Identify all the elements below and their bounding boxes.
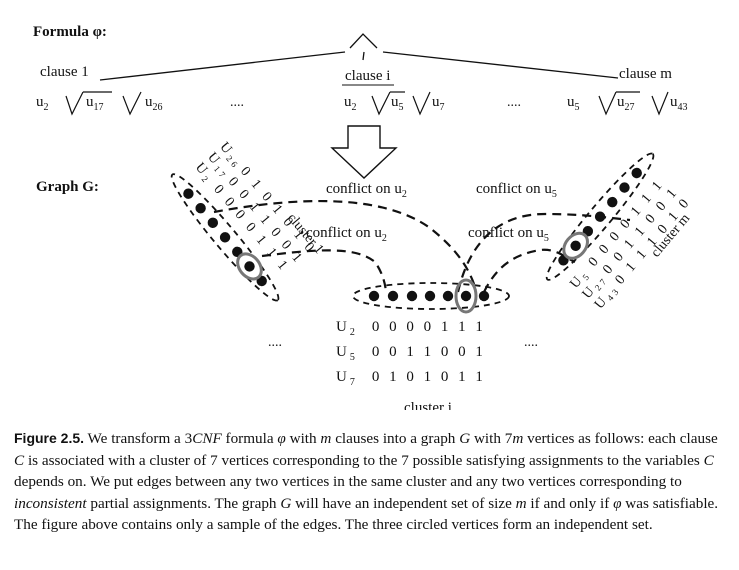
conflict-label: conflict on u5 [476,181,557,200]
clause-1-lit3: u26 [145,94,163,113]
cluster-1-row: U170 0 1 1 0 0 1 [203,150,306,268]
ellipsis: .... [230,95,244,110]
vertex [219,232,231,243]
vertex [460,290,472,302]
clause-1: clause 1 u2 u17 u26 .... [36,64,244,116]
clause-i-lit3: u7 [432,94,445,113]
vertex [195,203,206,214]
caption-text: φ [277,430,286,447]
vertex [631,167,642,179]
vertex [582,226,594,237]
caption-text: partial assignments. The graph [86,494,281,512]
cluster-1: U20 0 0 0 1 1 1 U170 0 1 1 0 0 1 U260 1 … [170,140,326,302]
caption-text: was satisfiable. The figure above contai… [14,494,719,534]
selected-vertex-ring [454,278,478,314]
tree-edge-clause-m [382,51,619,79]
caption-text: m [320,430,332,447]
caption-text: m [515,494,527,512]
caption-text: We transform a 3 [84,430,193,447]
caption-text: CNF [192,430,222,447]
caption-text: with 7 [470,430,513,447]
conflict-label: conflict on u2 [306,225,387,244]
clause-m-lit1: u5 [567,94,580,113]
vertex [424,290,436,302]
and-symbol [349,33,378,49]
ellipsis: .... [507,95,521,110]
ellipsis: .... [524,335,538,350]
caption-text: φ [613,494,622,512]
cluster-m: U50 0 0 0 1 1 1 U270 0 1 1 0 0 1 U430 1 … [545,152,694,312]
figure-number: Figure 2.5. [14,430,85,446]
vertex [570,240,581,251]
caption-text: G [280,494,292,512]
cluster-i-vertices [368,290,490,302]
clause-m-label: clause m [619,66,672,82]
caption-text: is associated with a cluster of 7 vertic… [24,451,704,469]
selected-vertex-ring [562,231,589,260]
clause-i-lit1: u2 [344,94,357,113]
tree-edge-clause-1 [99,51,346,81]
vertex [183,188,194,199]
reduction-diagram: Formula φ: clause 1 u2 u17 u26 .... clau… [33,24,694,410]
conflict-edges [213,199,631,293]
cluster-boundary [352,282,510,310]
ellipsis: .... [268,335,282,350]
caption-text: inconsistent [14,494,87,512]
edge-conflict-u2-top [213,199,478,291]
or-symbols [371,91,431,116]
vertex [619,182,630,193]
caption-text: clauses into a graph [331,430,460,447]
vertex [207,217,219,228]
vertex [442,290,454,302]
caption-text: depends on. We put edges between any two… [14,473,682,490]
clause-1-label: clause 1 [40,64,89,80]
clause-1-literals: u2 [36,94,49,113]
figure-caption: Figure 2.5. We transform a 3CNF formula … [14,428,726,536]
edge-conflict-u5-top [456,212,631,293]
cluster-m-vertices [558,167,642,266]
caption-text: C [14,451,25,469]
or-symbols [65,91,142,116]
clause-i-label: clause i [345,68,390,84]
clause-1-lit2: u17 [86,94,104,113]
caption-text: G [459,430,471,447]
formula-label: Formula φ: [33,24,107,40]
clause-m-lit2: u27 [617,94,635,113]
graph-label: Graph G: [36,179,99,195]
caption-text: C [703,451,714,469]
transform-arrow [330,125,398,179]
conflict-label: conflict on u2 [326,181,407,200]
caption-text: vertices as follows: each clause [523,430,718,447]
caption-text: will have an independent set of size [291,494,516,512]
cluster-i-name: cluster i [404,400,452,410]
vertex [406,290,418,302]
vertex [244,261,255,272]
conflict-label: conflict on u5 [468,225,549,244]
and-tree [99,33,619,81]
caption-text: m [512,430,524,447]
clause-i-lit2: u5 [391,94,404,113]
vertex [607,196,618,208]
vertex [558,255,569,266]
edge-conflict-u2-lower [261,249,388,293]
caption-text: if and only if [526,494,614,512]
edge-conflict-u5-lower [483,248,576,293]
selected-vertex-ring [236,252,263,281]
vertex [478,290,490,302]
or-symbols [598,91,669,116]
vertex [232,246,243,258]
vertex [594,211,606,222]
clause-m: clause m u5 u27 u43 [567,66,688,116]
caption-text: formula [221,430,278,447]
cluster-1-vertices [183,188,267,287]
clause-m-lit3: u43 [670,94,688,113]
vertex [368,290,380,302]
clause-i: clause i u2 u5 u7 .... [342,68,521,116]
vertex [387,290,399,302]
caption-text: with [285,430,321,447]
